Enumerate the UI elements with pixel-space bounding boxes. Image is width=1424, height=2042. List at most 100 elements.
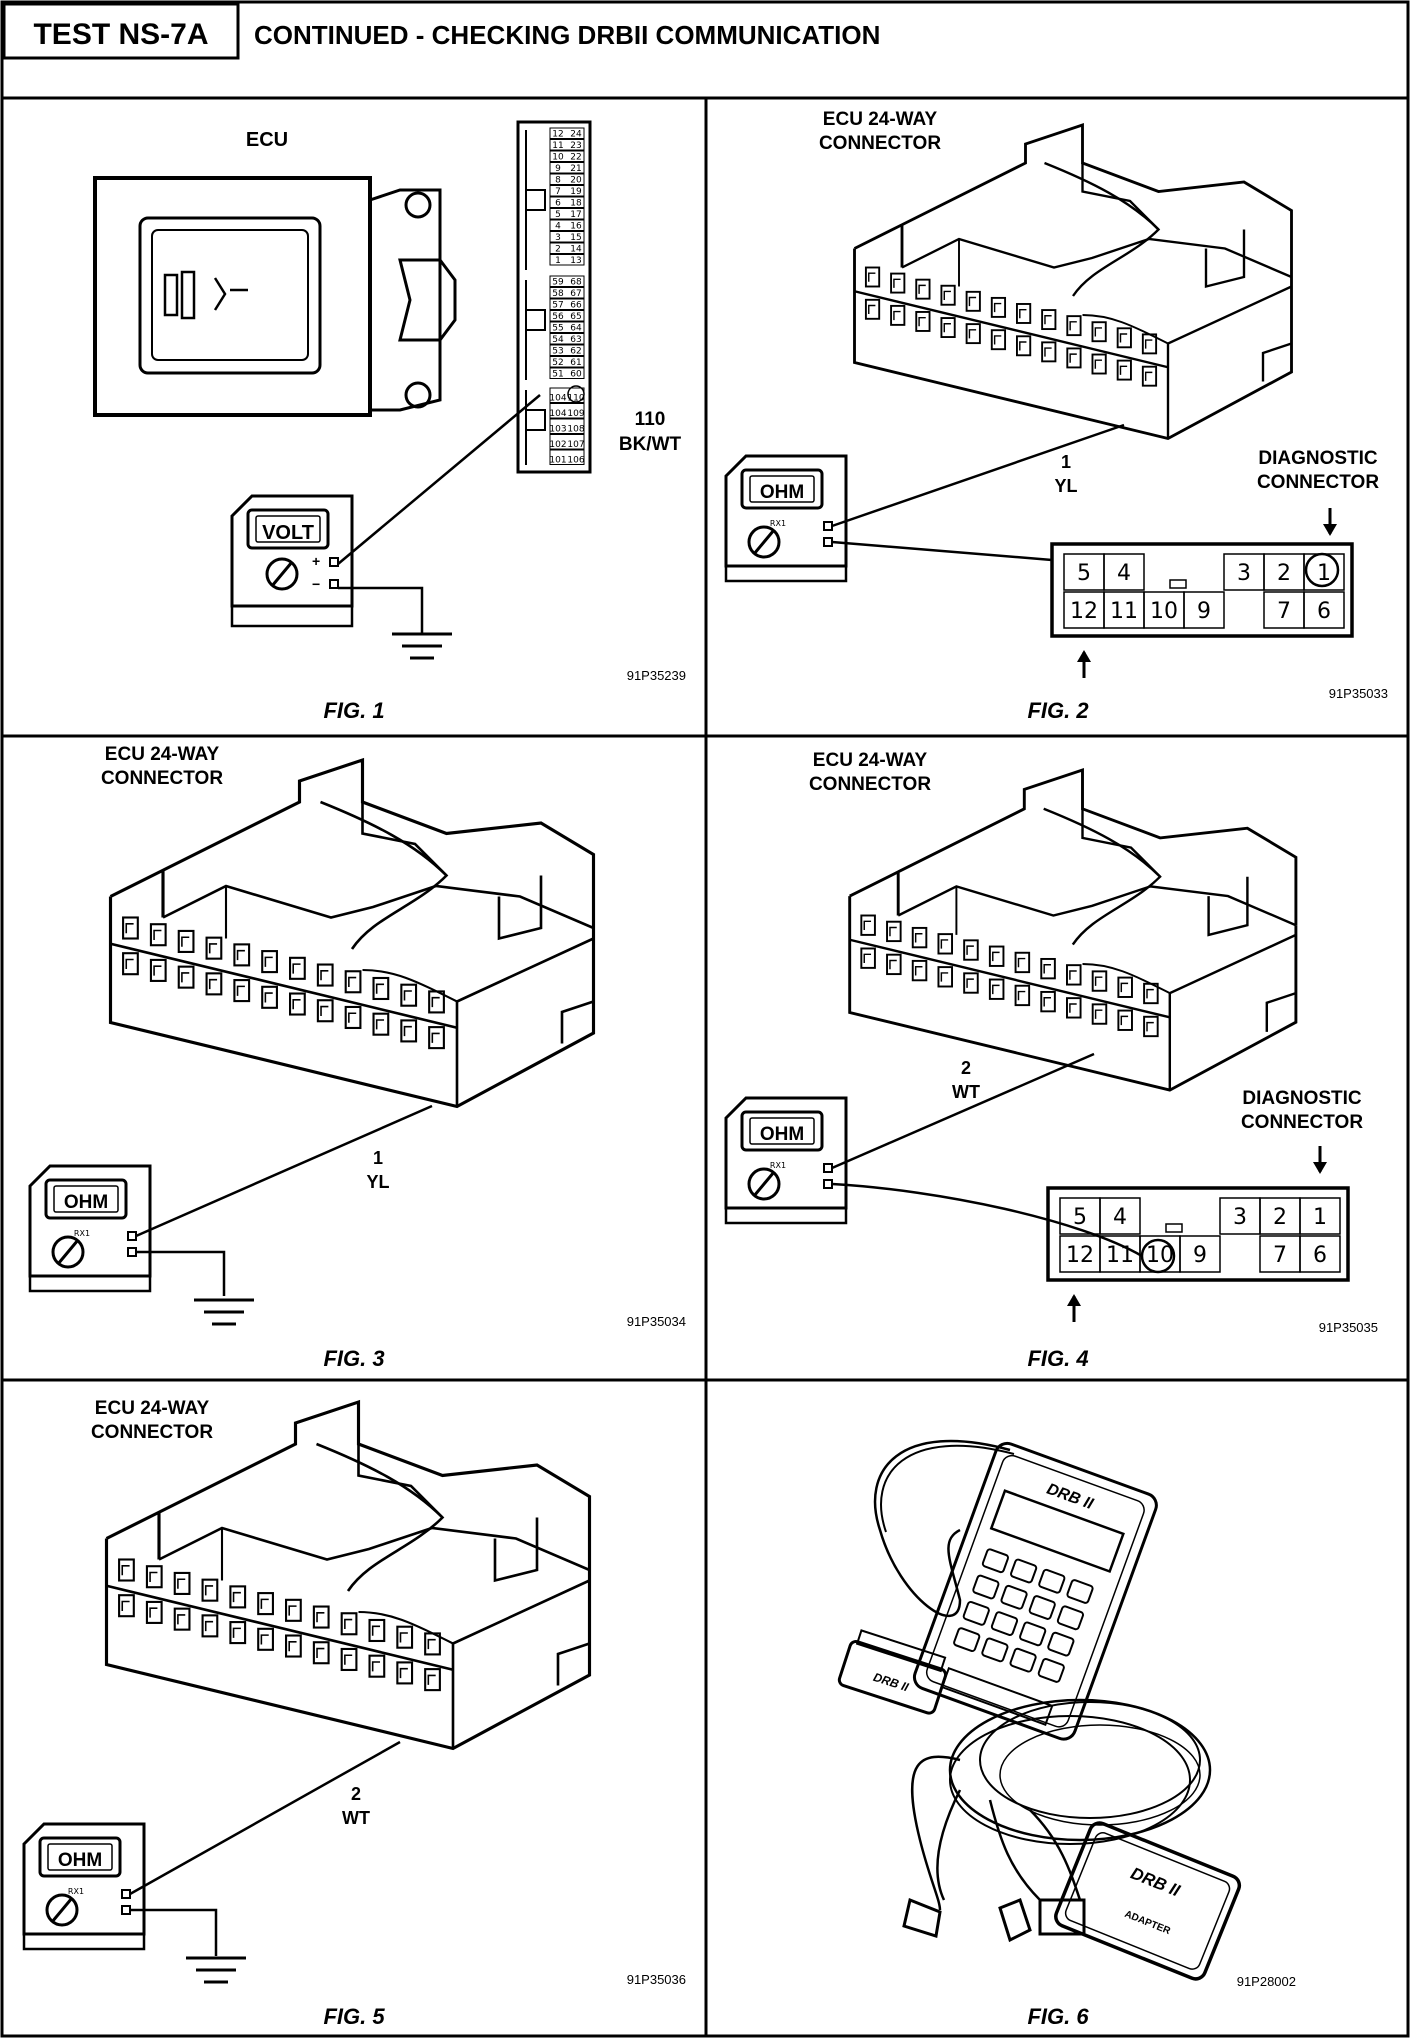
pin-cell (549, 449, 585, 465)
pin-cavity (261, 950, 278, 974)
pin-number: 68 (570, 278, 582, 288)
pin-number: 53 (552, 347, 563, 357)
arrow-up-icon (1075, 648, 1093, 680)
pin-number: 104 (549, 394, 566, 404)
pin-number: 18 (570, 199, 582, 209)
pin-number: 54 (552, 335, 564, 345)
pin-number: 61 (570, 358, 581, 368)
keypad-key (981, 1548, 1010, 1574)
diag-pin-number: 5 (1073, 1205, 1087, 1230)
diag-pin-number: 9 (1193, 1243, 1207, 1268)
wire-color: BK/WT (619, 434, 682, 455)
meter-label: VOLT (262, 522, 314, 544)
pin-cell (549, 333, 585, 345)
pin-cavity (149, 923, 167, 947)
keypad-key (990, 1611, 1019, 1636)
pin-cavity (372, 976, 390, 1001)
wire-color: YL (1054, 476, 1077, 496)
probe-lead-1 (135, 1104, 433, 1238)
minus-sign: − (312, 576, 320, 592)
cartridge: DRB II (837, 1629, 948, 1715)
diag-pin-number: 12 (1066, 1243, 1094, 1268)
pin-highlight-circle (1304, 552, 1340, 588)
diag-pin-number: 4 (1113, 1205, 1127, 1230)
meter-label: OHM (760, 482, 804, 503)
pin-cavity (1066, 347, 1082, 369)
pin-cavity (963, 939, 979, 961)
pin-cell (549, 173, 585, 185)
pin-number: 67 (570, 289, 581, 299)
diag-pin-number: 10 (1146, 1243, 1174, 1268)
pin-cavity (1141, 365, 1158, 387)
figure-code: 91P28002 (1237, 1974, 1296, 1989)
figure-2: ECU 24-WAY CONNECTOR 1 YL OHM DIAGNOSTIC… (724, 109, 1388, 723)
pin-cavity (312, 1641, 330, 1665)
pin-number: 11 (552, 141, 563, 151)
pin-cell (549, 185, 585, 197)
pin-cavity (122, 952, 139, 976)
keypad-key (953, 1627, 981, 1653)
probe-lead-2 (136, 1250, 226, 1296)
arrow-down-icon (1311, 1144, 1329, 1176)
ecu-24way-connector (104, 1400, 592, 1751)
voltmeter: VOLT + − (230, 494, 354, 628)
pin-cavity (284, 1634, 302, 1658)
pin-cell (549, 242, 585, 254)
pin-cell (549, 356, 585, 368)
pin-cavity (368, 1618, 386, 1643)
pin-cavity (344, 1005, 362, 1030)
ecu-24way-connector (848, 768, 1298, 1092)
pin-cavity (886, 953, 902, 976)
pin-cell (549, 321, 585, 333)
pin-number: 6 (555, 199, 561, 209)
probe-lead-1 (831, 423, 1125, 528)
pin-cavity (284, 1598, 302, 1622)
pin-number: 3 (555, 233, 561, 243)
figure-5: ECU 24-WAY CONNECTOR 2 WT OHM 91P35036 F… (22, 1398, 686, 2029)
connector-label-line1: ECU 24-WAY (105, 744, 220, 765)
pin-number: 12 (552, 130, 563, 140)
pin-number: 59 (552, 278, 564, 288)
pin-cavity (1066, 997, 1082, 1019)
ohmmeter: OHM (724, 454, 848, 583)
figure-6: DRB II DRB II DRB II ADAPTER (837, 1439, 1296, 2029)
pin-cavity (864, 298, 881, 320)
pin-cavity (1040, 990, 1056, 1013)
pin-cavity (1014, 984, 1031, 1007)
connector-pins (860, 914, 1159, 1038)
pin-cavity (400, 1019, 418, 1043)
pin-cavity (316, 999, 334, 1023)
figure-code: 91P35036 (627, 1972, 686, 1987)
pin-number: 7 (555, 187, 561, 197)
pin-cavity (288, 992, 306, 1016)
pin-cavity (1117, 976, 1133, 998)
probe-lead-ground (338, 586, 424, 634)
pin-cavity (340, 1647, 358, 1672)
keypad-key (981, 1637, 1009, 1663)
ecu-label: ECU (246, 129, 288, 151)
diag-label-line2: CONNECTOR (1257, 472, 1379, 493)
ecu-24way-connector (108, 758, 596, 1109)
pin-cavity (886, 920, 902, 943)
pin-number: 57 (552, 301, 563, 311)
pin-cavity (229, 1621, 247, 1645)
pin-cavity (988, 978, 1005, 1000)
pin-cell (549, 418, 585, 434)
pin-cavity (1091, 353, 1107, 375)
pin-cavity (340, 1612, 358, 1636)
pin-cavity (1016, 335, 1032, 357)
connector-label-line1: ECU 24-WAY (813, 750, 928, 771)
probe-lead-1 (129, 1740, 401, 1896)
diag-cell (1303, 591, 1345, 629)
diag-pin-number: 3 (1237, 561, 1251, 586)
pin-number: 19 (570, 187, 582, 197)
pin-cavity (1041, 341, 1057, 363)
pin-cell (549, 310, 585, 322)
pin-number: 65 (570, 312, 581, 322)
test-id: TEST NS-7A (33, 18, 208, 51)
keypad-key (972, 1574, 1000, 1600)
diag-cell (1179, 1235, 1221, 1273)
diag-pin-number: 5 (1077, 561, 1091, 586)
